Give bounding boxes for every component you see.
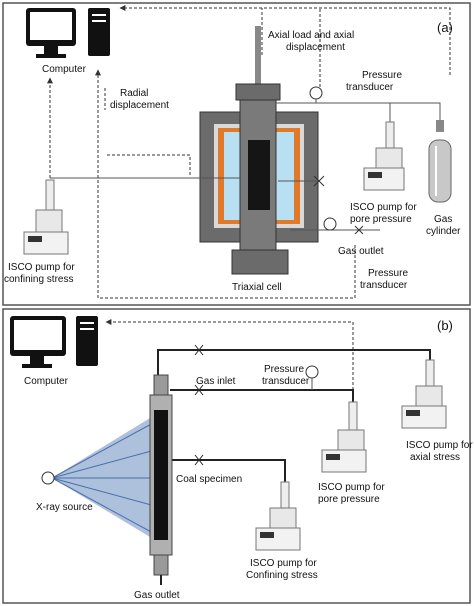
isco-pore-line1-b: ISCO pump for [318, 482, 385, 493]
dash-bottom-loop [95, 69, 356, 299]
isco-pump-axial-icon [401, 359, 447, 429]
data-line-top [119, 5, 451, 75]
computer-label-a: Computer [42, 64, 87, 75]
isco-axial-line1: ISCO pump for [406, 440, 473, 451]
isco-axial-line2: axial stress [410, 452, 460, 463]
panel-a-label: (a) [437, 20, 453, 35]
computer-icon-b [10, 316, 98, 368]
computer-icon [26, 8, 110, 58]
dash-radial-link [105, 154, 191, 175]
coal-specimen-label: Coal specimen [176, 474, 242, 485]
pressure-transducer-top-line2: transducer [346, 82, 394, 93]
isco-pore-line2-a: pore pressure [350, 214, 412, 225]
xray-source-icon [41, 471, 55, 485]
dash-data-line-b [105, 319, 354, 390]
pressure-transducer-bottom-line1: Pressure [368, 268, 408, 279]
panel-a-border [2, 2, 471, 306]
core-holder-column [149, 374, 173, 585]
gas-inlet-label: Gas inlet [196, 376, 236, 387]
axial-load-line1: Axial load and axial [268, 30, 354, 41]
pressure-transducer-b-line2: transducer [262, 376, 310, 387]
radial-line2: displacement [110, 100, 169, 111]
isco-pore-line1-a: ISCO pump for [350, 202, 417, 213]
pressure-transducer-bottom-line2: transducer [360, 280, 408, 291]
triaxial-cell [199, 83, 319, 275]
gas-outlet-label-a: Gas outlet [338, 246, 384, 257]
isco-confining-line1-a: ISCO pump for [8, 262, 75, 273]
computer-label-b: Computer [24, 376, 69, 387]
pressure-gauge-icon [309, 86, 323, 100]
isco-confining-line2-a: confining stress [4, 274, 73, 285]
isco-pump-confining-icon [23, 179, 69, 255]
pipe-axial-b [157, 349, 431, 375]
gas-outlet-label-b: Gas outlet [134, 590, 180, 601]
isco-confining-line1-b: ISCO pump for [250, 558, 317, 569]
isco-pore-line2-b: pore pressure [318, 494, 380, 505]
radial-line1: Radial [120, 88, 148, 99]
pressure-transducer-top-line1: Pressure [362, 70, 402, 81]
gas-cylinder-line2: cylinder [426, 226, 461, 237]
pipe-gas-inlet-b [170, 389, 354, 402]
isco-pump-confining-b-icon [255, 481, 301, 551]
panel-b-border [2, 308, 471, 604]
triaxial-cell-label: Triaxial cell [232, 282, 282, 293]
panel-b-label: (b) [437, 318, 453, 333]
isco-pump-pore-b-icon [321, 401, 367, 473]
pressure-transducer-b-line1: Pressure [264, 364, 304, 375]
pipe-top-gas [276, 102, 441, 120]
pressure-gauge-bottom-icon [323, 217, 337, 231]
axial-load-line2: displacement [286, 42, 345, 53]
isco-pump-pore-icon [363, 121, 405, 191]
pipe-confining-b [170, 459, 286, 482]
gas-cylinder-line1: Gas [434, 214, 452, 225]
valve-icon [313, 175, 325, 187]
isco-confining-line2-b: Confining stress [246, 570, 318, 581]
gas-cylinder-icon [428, 120, 452, 203]
xray-source-label: X-ray source [36, 502, 93, 513]
